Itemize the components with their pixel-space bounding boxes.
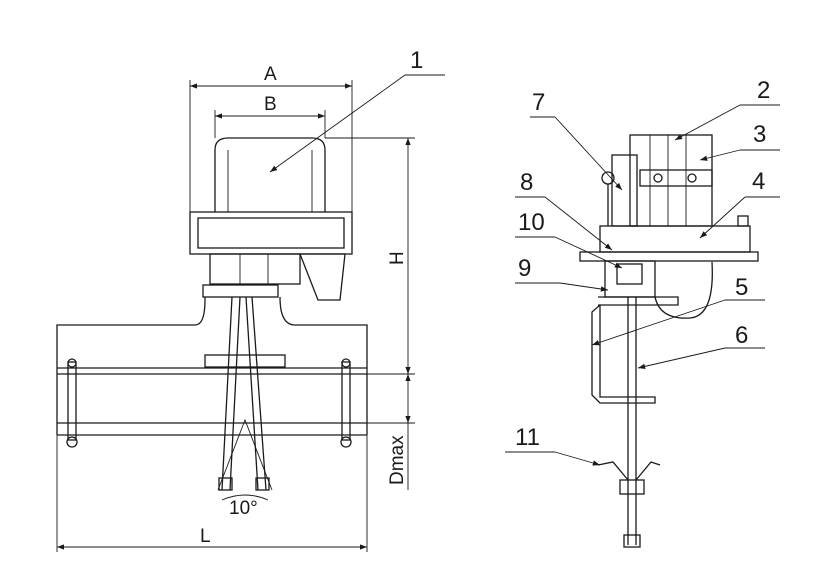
side-view: 7 2 3 4 8 10 9 5 6 11 — [505, 77, 780, 548]
callout-8: 8 — [520, 169, 533, 196]
dim-b: B — [264, 94, 277, 115]
dim-h: H — [387, 251, 408, 265]
dim-dmax: Dmax — [387, 435, 408, 485]
neck — [209, 253, 301, 285]
callout-11: 11 — [515, 424, 540, 451]
callout-2: 2 — [757, 77, 770, 104]
callout-9: 9 — [518, 255, 531, 282]
dim-a: A — [264, 64, 277, 85]
angle-label: 10° — [229, 498, 258, 519]
paddle-rods — [221, 296, 267, 491]
mounting-plate — [579, 251, 759, 262]
callout-5: 5 — [735, 274, 748, 301]
cable-gland — [299, 253, 346, 301]
callout-4: 4 — [752, 168, 765, 195]
micro-switches — [629, 134, 713, 227]
bellows — [604, 260, 656, 298]
pipe-tee — [56, 296, 368, 435]
front-view: 10° A B H Dmax L 1 — [56, 47, 445, 552]
dim-l: L — [200, 526, 211, 547]
callout-6: 6 — [735, 322, 748, 349]
actuator-cover — [214, 137, 326, 212]
callout-1: 1 — [410, 47, 423, 74]
paddle-holder — [597, 461, 661, 481]
callout-7: 7 — [532, 89, 545, 116]
callout-3: 3 — [753, 121, 766, 148]
callout-10: 10 — [518, 209, 545, 236]
